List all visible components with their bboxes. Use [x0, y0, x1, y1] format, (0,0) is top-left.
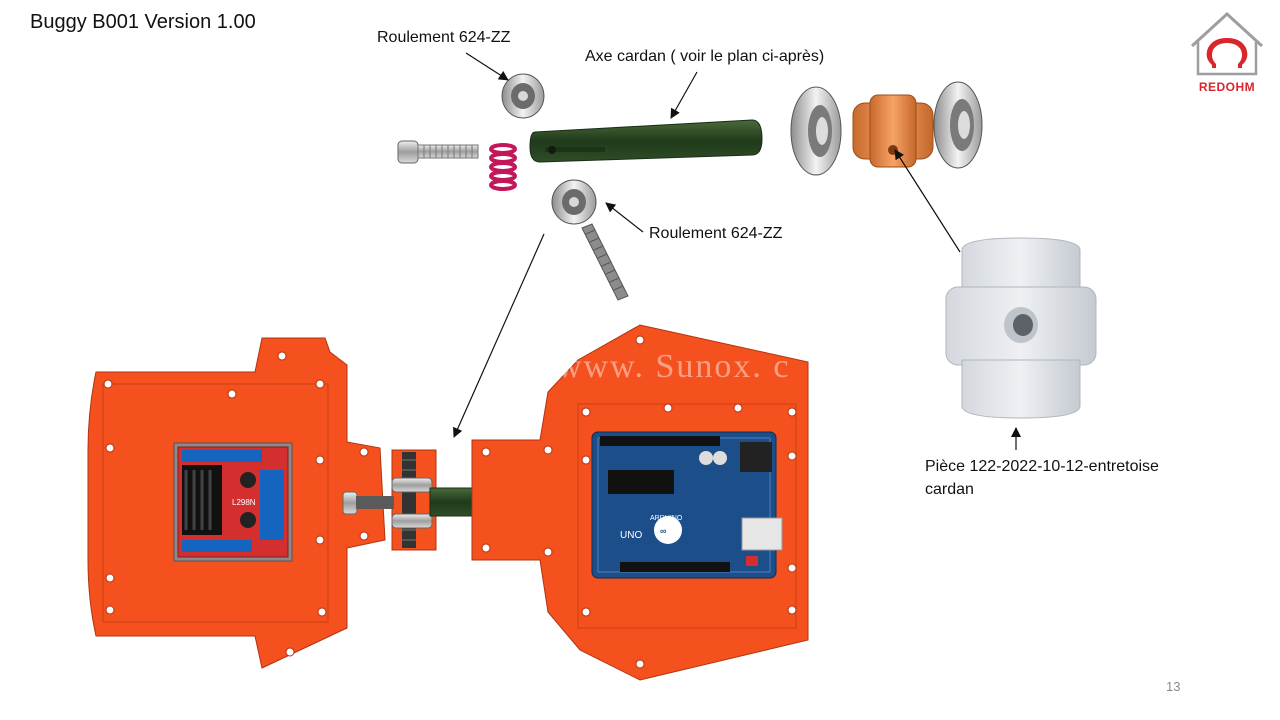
logo-text: REDOHM	[1198, 80, 1256, 94]
arduino-brand-label: ARDUINO	[650, 515, 683, 522]
bearing-top	[501, 73, 545, 119]
callout-spacer: Pièce 122-2022-10-12-entretoise cardan	[925, 455, 1159, 501]
callout-bearing-top: Roulement 624-ZZ	[377, 29, 511, 46]
page-number: 13	[1166, 679, 1181, 694]
spring	[489, 143, 517, 191]
house-omega-icon	[1190, 11, 1264, 76]
bearing-right-large	[790, 86, 842, 176]
spacer-enlarged	[945, 237, 1097, 419]
svg-text:∞: ∞	[660, 526, 667, 536]
bearing-right-small	[933, 81, 983, 169]
leader-axle	[670, 71, 698, 119]
watermark: www. Sunox. c	[557, 348, 790, 385]
bearing-bottom	[551, 179, 597, 225]
redohm-logo: REDOHM	[1186, 10, 1268, 94]
callout-bearing-bottom: Roulement 624-ZZ	[649, 225, 783, 242]
threaded-rod	[581, 223, 629, 301]
motor-driver-board: L298N	[173, 442, 293, 562]
driver-label: L298N	[232, 498, 256, 507]
callout-axle: Axe cardan ( voir le plan ci-après)	[585, 48, 825, 65]
axle-cardan	[529, 119, 763, 163]
leader-assembly	[453, 233, 545, 438]
callout-spacer-line2: cardan	[925, 481, 974, 498]
callout-spacer-line1: Pièce 122-2022-10-12-entretoise	[925, 458, 1159, 475]
arduino-uno-label: UNO	[620, 530, 642, 541]
arduino-board: ∞ UNO ARDUINO	[591, 431, 783, 579]
leader-spacer-enlarged	[894, 149, 961, 253]
slide-title: Buggy B001 Version 1.00	[30, 11, 256, 33]
leader-bearing-bottom	[605, 202, 644, 233]
screw	[397, 140, 479, 164]
spacer-orange	[852, 94, 934, 168]
leader-bearing-top	[465, 52, 509, 81]
